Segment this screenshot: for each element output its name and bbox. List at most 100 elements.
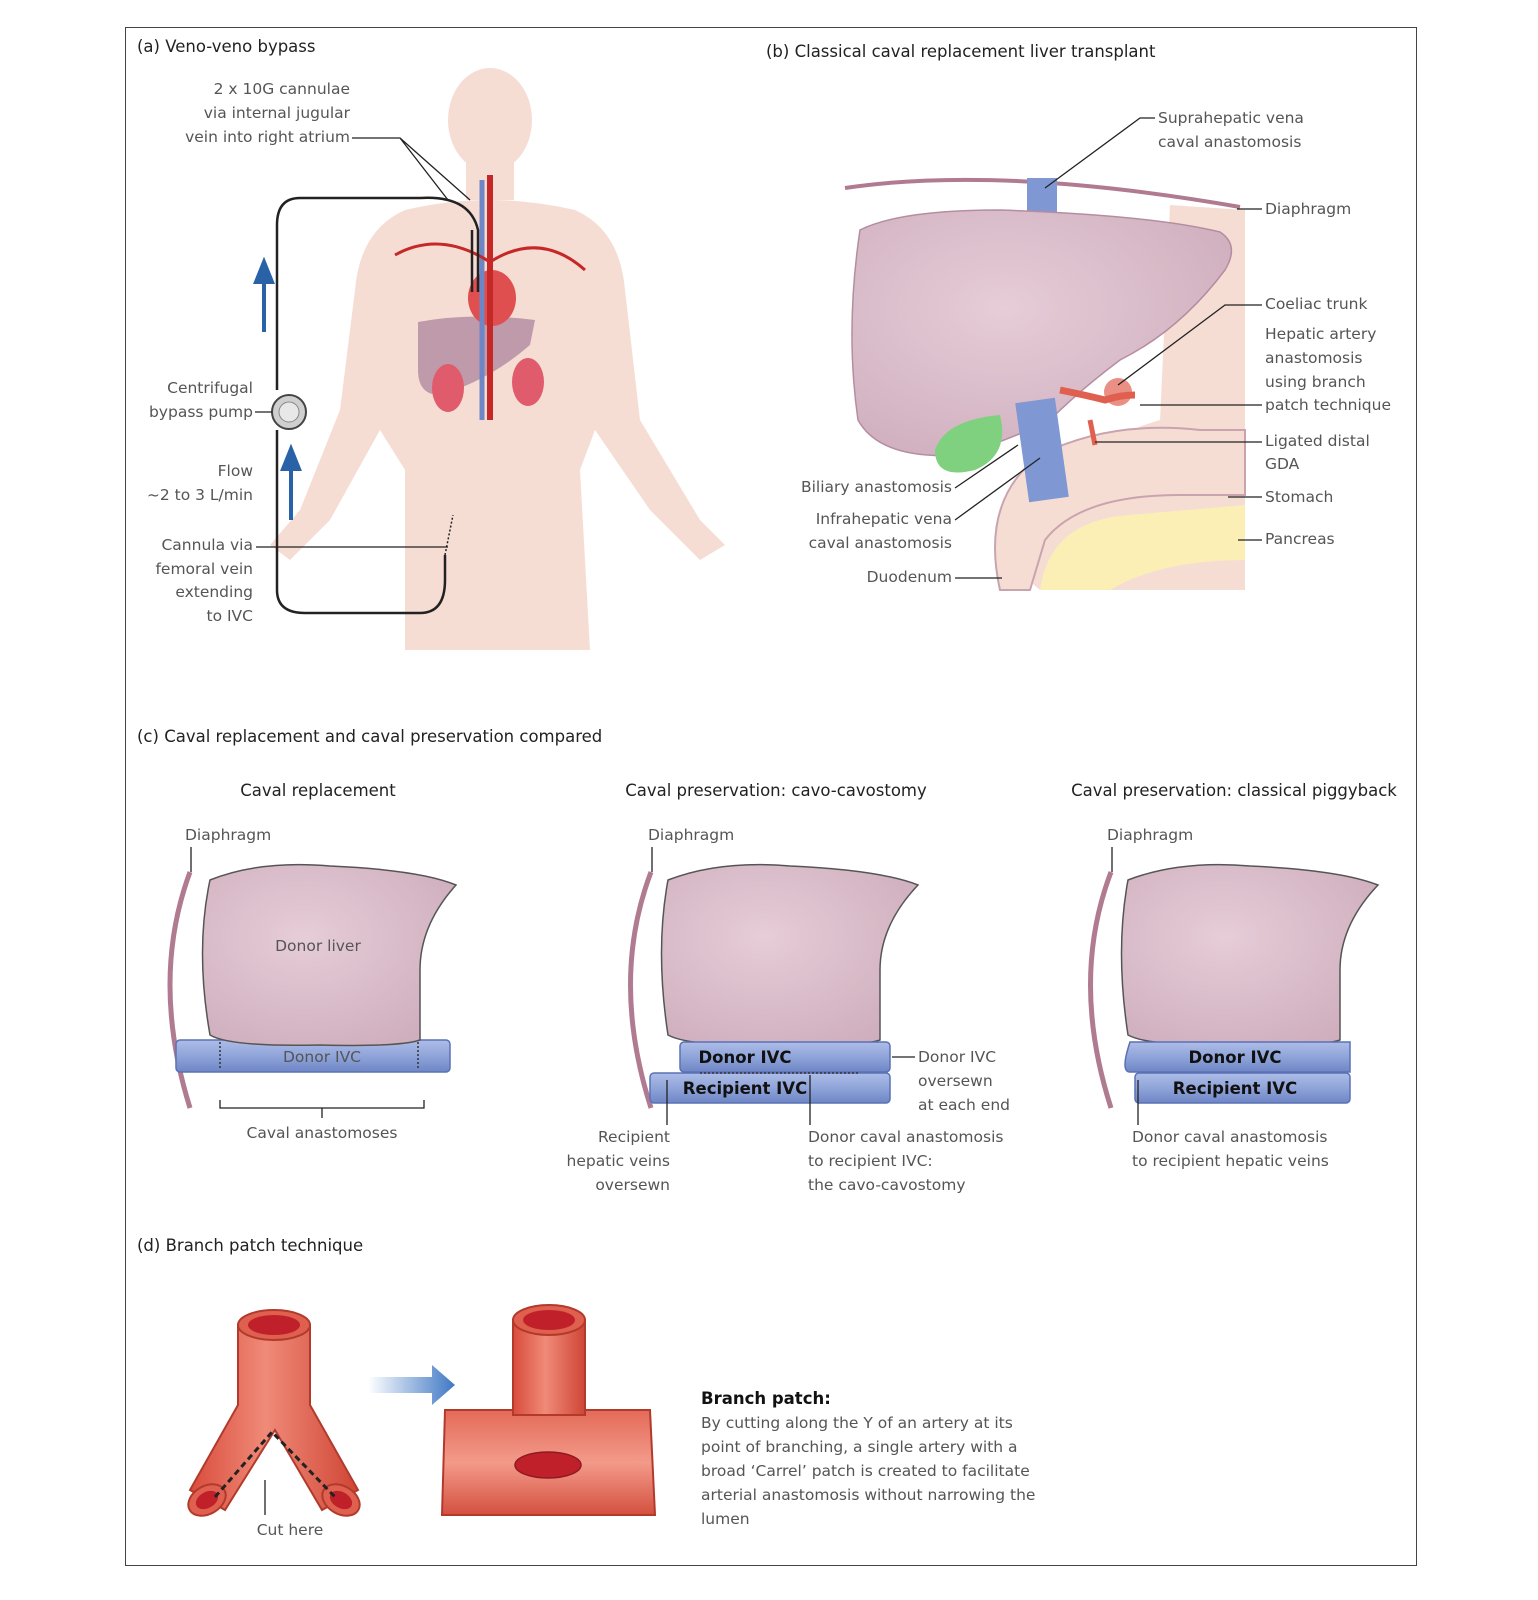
- right-kidney: [432, 364, 464, 412]
- figure-frame: [125, 27, 1417, 1566]
- c2-hepatic-veins-2: hepatic veins: [567, 1152, 670, 1170]
- caval-replacement-title: Caval replacement: [240, 781, 396, 800]
- c2-diaphragm-label: Diaphragm: [648, 826, 734, 844]
- return-cannula: [275, 196, 480, 390]
- c2-anastomosis-2: to recipient IVC:: [808, 1152, 933, 1170]
- femoral-label-2: femoral vein: [155, 560, 253, 578]
- pump-label-2: bypass pump: [149, 403, 253, 421]
- branch-patch-text-2: point of branching, a single artery with…: [701, 1438, 1018, 1456]
- c2-oversewn-3: at each end: [918, 1096, 1010, 1114]
- c1-anastomoses-label: Caval anastomoses: [247, 1124, 398, 1142]
- diaphragm-line: [844, 177, 1241, 209]
- c1-anastomoses-bracket: [219, 1100, 425, 1118]
- duodenum-label: Duodenum: [867, 568, 952, 586]
- panel-b: (b) Classical caval replacement liver tr…: [766, 42, 1391, 591]
- c2-recipient-ivc-label: Recipient IVC: [683, 1079, 807, 1098]
- flow-label-2: ~2 to 3 L/min: [147, 486, 253, 504]
- diaphragm-label-b: Diaphragm: [1265, 200, 1351, 218]
- c1-liver-label: Donor liver: [275, 937, 361, 955]
- gda-vessel: [1087, 419, 1098, 446]
- coeliac-leader: [1117, 304, 1262, 386]
- suprahepatic-label-1: Suprahepatic vena: [1158, 109, 1304, 127]
- c2-liver: [660, 863, 920, 1047]
- c3-diaphragm-label: Diaphragm: [1107, 826, 1193, 844]
- cannulae-label-2: via internal jugular: [204, 104, 351, 122]
- pump-icon-core: [278, 401, 300, 423]
- cannulae-label-1: 2 x 10G cannulae: [214, 80, 350, 98]
- cut-here-label: Cut here: [257, 1521, 324, 1539]
- c2-donor-ivc-label: Donor IVC: [698, 1048, 791, 1067]
- panel-a: (a) Veno-veno bypass 2 x 10G cannulae vi…: [137, 37, 725, 650]
- branch-patch-text-5: lumen: [701, 1510, 750, 1528]
- c2-oversewn-2: oversewn: [918, 1072, 993, 1090]
- femoral-label-3: extending: [175, 583, 253, 601]
- infrahepatic-ivc: [1015, 397, 1069, 503]
- hepatic-artery-label-1: Hepatic artery: [1265, 325, 1376, 343]
- arch-vessels: [394, 242, 586, 272]
- ligated-label-2: GDA: [1265, 455, 1300, 473]
- liver-shape: [851, 209, 1233, 457]
- transform-arrow-icon: [368, 1365, 455, 1405]
- cannulae-leader: [352, 137, 471, 201]
- branch-patch-text-1: By cutting along the Y of an artery at i…: [701, 1414, 1013, 1432]
- infrahepatic-leader: [954, 457, 1041, 521]
- left-kidney: [512, 358, 544, 406]
- panel-d: (d) Branch patch technique Cut here Bran…: [137, 1236, 1035, 1539]
- coeliac-label: Coeliac trunk: [1265, 295, 1367, 313]
- cavo-cavostomy-diagram: Caval preservation: cavo-cavostomy Diaph…: [567, 781, 1010, 1194]
- c2-hepatic-veins-3: oversewn: [595, 1176, 670, 1194]
- c2-oversewn-1: Donor IVC: [918, 1048, 996, 1066]
- c3-liver: [1120, 863, 1380, 1047]
- c3-recipient-ivc-label: Recipient IVC: [1173, 1079, 1297, 1098]
- infrahepatic-label-1: Infrahepatic vena: [816, 510, 952, 528]
- c3-anastomosis-1: Donor caval anastomosis: [1132, 1128, 1327, 1146]
- biliary-leader: [954, 444, 1019, 489]
- femoral-label-4: to IVC: [207, 607, 254, 625]
- branch-patch-text-3: broad ‘Carrel’ patch is created to facil…: [701, 1462, 1030, 1480]
- infrahepatic-label-2: caval anastomosis: [809, 534, 952, 552]
- c2-hepatic-veins-1: Recipient: [598, 1128, 670, 1146]
- c1-ivc-label: Donor IVC: [283, 1048, 361, 1066]
- gallbladder: [935, 415, 1003, 473]
- c1-liver: [201, 863, 458, 1047]
- c2-anastomosis-1: Donor caval anastomosis: [808, 1128, 1003, 1146]
- c3-donor-ivc-label: Donor IVC: [1188, 1048, 1281, 1067]
- c1-diaphragm-label: Diaphragm: [185, 826, 271, 844]
- flow-label-1: Flow: [218, 462, 254, 480]
- suprahepatic-leader: [1044, 117, 1155, 189]
- coeliac-patch: [1104, 378, 1132, 406]
- suprahepatic-label-2: caval anastomosis: [1158, 133, 1301, 151]
- pancreas-label: Pancreas: [1265, 530, 1335, 548]
- c3-recipient-ivc: [1134, 1072, 1351, 1104]
- c2-donor-ivc: [679, 1041, 891, 1073]
- c2-anastomosis-3: the cavo-cavostomy: [808, 1176, 966, 1194]
- panel-c: (c) Caval replacement and caval preserva…: [137, 727, 1397, 1194]
- caval-replacement-diagram: Caval replacement Diaphragm Donor liver …: [167, 781, 458, 1142]
- c1-diaphragm-line: [167, 871, 193, 1109]
- panel-c-heading: (c) Caval replacement and caval preserva…: [137, 727, 602, 746]
- pump-label-1: Centrifugal: [167, 379, 253, 397]
- branch-patch-title: Branch patch:: [701, 1389, 831, 1408]
- femoral-cannula: [275, 430, 447, 615]
- ligated-label-1: Ligated distal: [1265, 432, 1370, 450]
- c2-diaphragm-line: [628, 871, 654, 1109]
- femoral-cannula-tip: [444, 514, 454, 556]
- stomach-label: Stomach: [1265, 488, 1333, 506]
- biliary-label: Biliary anastomosis: [801, 478, 952, 496]
- hepatic-artery-label-4: patch technique: [1265, 396, 1391, 414]
- c3-anastomosis-2: to recipient hepatic veins: [1132, 1152, 1329, 1170]
- c3-donor-ivc: [1124, 1041, 1351, 1073]
- c1-sutures: [219, 1042, 419, 1070]
- flow-arrow-upper-icon: [253, 256, 275, 332]
- hepatic-artery-label-3: using branch: [1265, 373, 1366, 391]
- branch-patch-text-4: arterial anastomosis without narrowing t…: [701, 1486, 1035, 1504]
- panel-a-heading: (a) Veno-veno bypass: [137, 37, 316, 56]
- femoral-label-1: Cannula via: [161, 536, 253, 554]
- panel-b-heading: (b) Classical caval replacement liver tr…: [766, 42, 1156, 61]
- hepatic-artery-label-2: anastomosis: [1265, 349, 1363, 367]
- y-artery: [187, 1309, 361, 1517]
- flow-arrow-lower-icon: [280, 443, 302, 520]
- c3-diaphragm-line: [1088, 871, 1114, 1109]
- panel-d-heading: (d) Branch patch technique: [137, 1236, 363, 1255]
